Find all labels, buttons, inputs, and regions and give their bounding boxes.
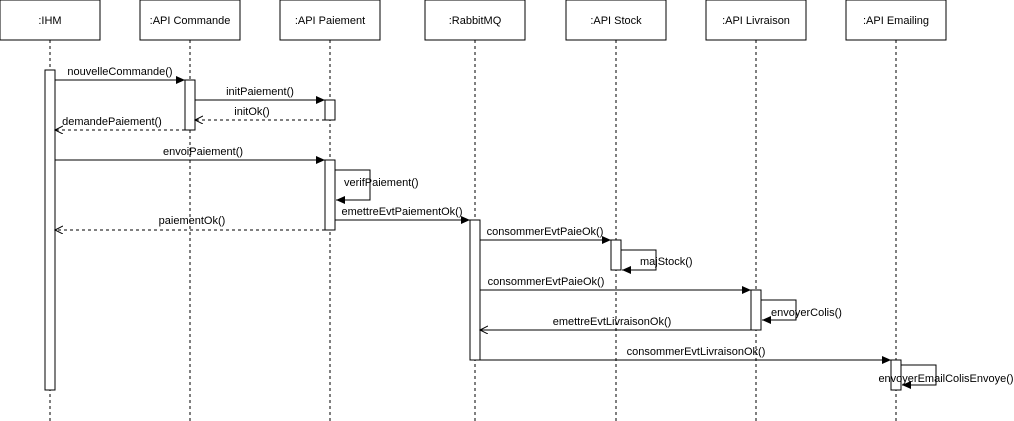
activation-api-stock bbox=[610, 239, 622, 271]
participant-box bbox=[565, 0, 667, 41]
participant-label: :API Emailing bbox=[863, 15, 929, 27]
message-demande-paiement: demandePaiement() bbox=[55, 116, 185, 130]
participant-box bbox=[705, 0, 807, 41]
participant-label: :API Paiement bbox=[295, 15, 365, 27]
message-label: consommerEvtPaieOk() bbox=[488, 276, 605, 288]
message-consommer-evt-paie-ok-stock: consommerEvtPaieOk() bbox=[480, 226, 611, 244]
message-paiement-ok: paiementOk() bbox=[55, 215, 325, 230]
message-label: nouvelleCommande() bbox=[67, 66, 172, 78]
message-emettre-evt-livraison-ok: emettreEvtLivraisonOk() bbox=[480, 316, 751, 330]
message-label: envoyerEmailColisEnvoye() bbox=[878, 373, 1013, 385]
participant-rabbitmq: :RabbitMQ bbox=[424, 0, 526, 41]
participant-label: :API Stock bbox=[590, 15, 642, 27]
participant-api-paiement: :API Paiement bbox=[279, 0, 381, 41]
message-label: envoyerColis() bbox=[771, 307, 842, 319]
message-label: demandePaiement() bbox=[62, 116, 162, 128]
participant-ihm: :IHM bbox=[0, 0, 101, 41]
participant-label: :RabbitMQ bbox=[449, 15, 502, 27]
message-emettre-evt-paiement-ok: emettreEvtPaiementOk() bbox=[335, 206, 470, 224]
message-label: emettreEvtLivraisonOk() bbox=[553, 316, 672, 328]
participant-api-emailing: :API Emailing bbox=[845, 0, 947, 41]
message-label: initOk() bbox=[234, 106, 269, 118]
participant-label: :API Commande bbox=[150, 15, 231, 27]
message-envoyer-colis: envoyerColis() bbox=[761, 299, 842, 324]
participant-api-livraison: :API Livraison bbox=[705, 0, 807, 41]
participant-label: :IHM bbox=[38, 15, 61, 27]
message-consommer-evt-livraison-ok: consommerEvtLivraisonOk() bbox=[480, 346, 891, 364]
message-label: verifPaiement() bbox=[344, 177, 419, 189]
message-envoyer-email-colis-envoye: envoyerEmailColisEnvoye() bbox=[878, 364, 1014, 389]
message-maj-stock: majStock() bbox=[621, 249, 693, 274]
message-label: majStock() bbox=[640, 256, 693, 268]
message-consommer-evt-paie-ok-livraison: consommerEvtPaieOk() bbox=[480, 276, 751, 294]
message-label: initPaiement() bbox=[226, 86, 294, 98]
participant-box bbox=[279, 0, 381, 41]
message-init-ok: initOk() bbox=[195, 106, 325, 120]
participant-label: :API Livraison bbox=[722, 15, 790, 27]
message-init-paiement: initPaiement() bbox=[195, 86, 325, 104]
activation-api-commande bbox=[184, 79, 196, 131]
participant-box bbox=[845, 0, 947, 41]
participant-api-commande: :API Commande bbox=[139, 0, 241, 41]
message-label: envoiPaiement() bbox=[163, 146, 243, 158]
activation-api-emailing bbox=[890, 359, 902, 391]
message-verif-paiement: verifPaiement() bbox=[335, 169, 419, 204]
activation-ihm bbox=[44, 69, 56, 391]
message-label: consommerEvtPaieOk() bbox=[487, 226, 604, 238]
activation-api-paiement-init bbox=[324, 99, 336, 121]
participant-box bbox=[0, 0, 101, 41]
participant-box bbox=[424, 0, 526, 41]
message-envoi-paiement: envoiPaiement() bbox=[55, 146, 325, 164]
message-label: paiementOk() bbox=[159, 215, 226, 227]
activation-rabbitmq bbox=[469, 219, 481, 361]
message-label: emettreEvtPaiementOk() bbox=[341, 206, 462, 218]
message-label: consommerEvtLivraisonOk() bbox=[627, 346, 766, 358]
activation-api-livraison bbox=[750, 289, 762, 331]
activation-api-paiement-verif bbox=[324, 159, 336, 231]
message-nouvelle-commande: nouvelleCommande() bbox=[55, 66, 185, 84]
participant-box bbox=[139, 0, 241, 41]
participant-api-stock: :API Stock bbox=[565, 0, 667, 41]
